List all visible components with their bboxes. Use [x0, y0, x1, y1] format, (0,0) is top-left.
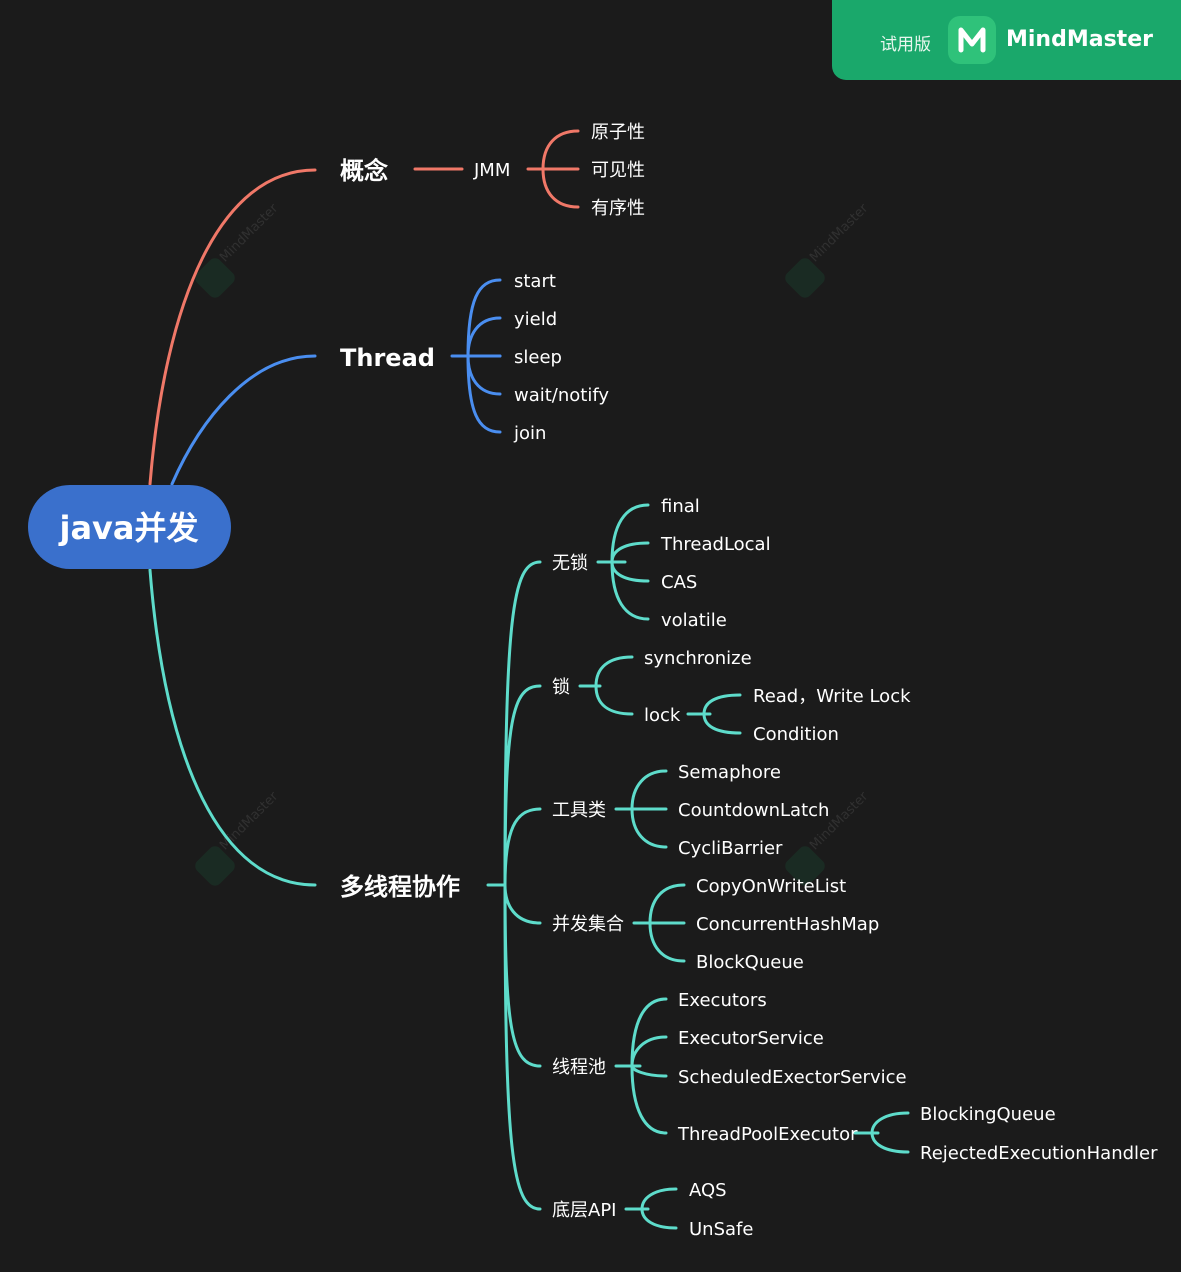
subtopic-jmm[interactable]: JMM	[473, 160, 510, 181]
group-item[interactable]: CAS	[661, 572, 697, 593]
thread-item[interactable]: sleep	[514, 347, 562, 368]
group-collections[interactable]: 并发集合	[552, 914, 624, 935]
group-item[interactable]: CountdownLatch	[678, 800, 829, 821]
tpe-child[interactable]: BlockingQueue	[920, 1104, 1056, 1125]
group-item[interactable]: ConcurrentHashMap	[696, 914, 879, 935]
group-item[interactable]: final	[661, 496, 700, 517]
topic-collab[interactable]: 多线程协作	[340, 873, 460, 901]
group-item[interactable]: Semaphore	[678, 762, 781, 783]
group-item[interactable]: synchronize	[644, 648, 752, 669]
svg-text:MindMaster: MindMaster	[807, 201, 872, 266]
lock-child[interactable]: Read，Write Lock	[753, 686, 911, 707]
svg-text:MindMaster: MindMaster	[217, 201, 282, 266]
group-item[interactable]: volatile	[661, 610, 727, 631]
group-item[interactable]: AQS	[689, 1180, 727, 1201]
trial-badge	[832, 0, 1181, 80]
topic-thread[interactable]: Thread	[340, 344, 435, 372]
group-item[interactable]: CycliBarrier	[678, 838, 783, 859]
mindmaster-logo-icon	[948, 16, 996, 64]
group-tools[interactable]: 工具类	[552, 800, 606, 821]
group-item[interactable]: ThreadPoolExecutor	[677, 1124, 858, 1145]
connector-concept	[148, 168, 317, 486]
group-lowlevel-api[interactable]: 底层API	[552, 1200, 616, 1221]
brand-name: MindMaster	[1006, 27, 1153, 52]
group-lockfree[interactable]: 无锁	[552, 553, 588, 574]
group-item[interactable]: CopyOnWriteList	[696, 876, 846, 897]
group-item[interactable]: BlockQueue	[696, 952, 804, 973]
concept-item[interactable]: 有序性	[591, 198, 645, 219]
group-item[interactable]: Executors	[678, 990, 767, 1011]
connector-thread	[170, 354, 317, 486]
group-lock[interactable]: 锁	[552, 677, 570, 698]
group-item[interactable]: ThreadLocal	[660, 534, 771, 555]
connector-collab	[148, 568, 317, 887]
svg-text:MindMaster: MindMaster	[217, 789, 282, 854]
topic-concept[interactable]: 概念	[340, 157, 388, 185]
thread-item[interactable]: join	[513, 423, 546, 444]
root-node[interactable]: java并发	[28, 485, 231, 569]
connectors	[148, 129, 910, 1230]
group-item[interactable]: ScheduledExectorService	[678, 1067, 907, 1088]
thread-item[interactable]: wait/notify	[514, 385, 609, 406]
group-item[interactable]: UnSafe	[689, 1219, 753, 1240]
group-item[interactable]: ExecutorService	[678, 1028, 824, 1049]
trial-label: 试用版	[880, 35, 931, 55]
root-label: java并发	[57, 509, 198, 547]
thread-item[interactable]: yield	[514, 309, 557, 330]
lock-child[interactable]: Condition	[753, 724, 839, 745]
tpe-child[interactable]: RejectedExecutionHandler	[920, 1143, 1158, 1164]
concept-item[interactable]: 原子性	[591, 122, 645, 143]
concept-item[interactable]: 可见性	[591, 160, 645, 181]
group-threadpool[interactable]: 线程池	[552, 1057, 606, 1078]
group-item[interactable]: lock	[644, 705, 681, 726]
thread-item[interactable]: start	[514, 271, 556, 292]
